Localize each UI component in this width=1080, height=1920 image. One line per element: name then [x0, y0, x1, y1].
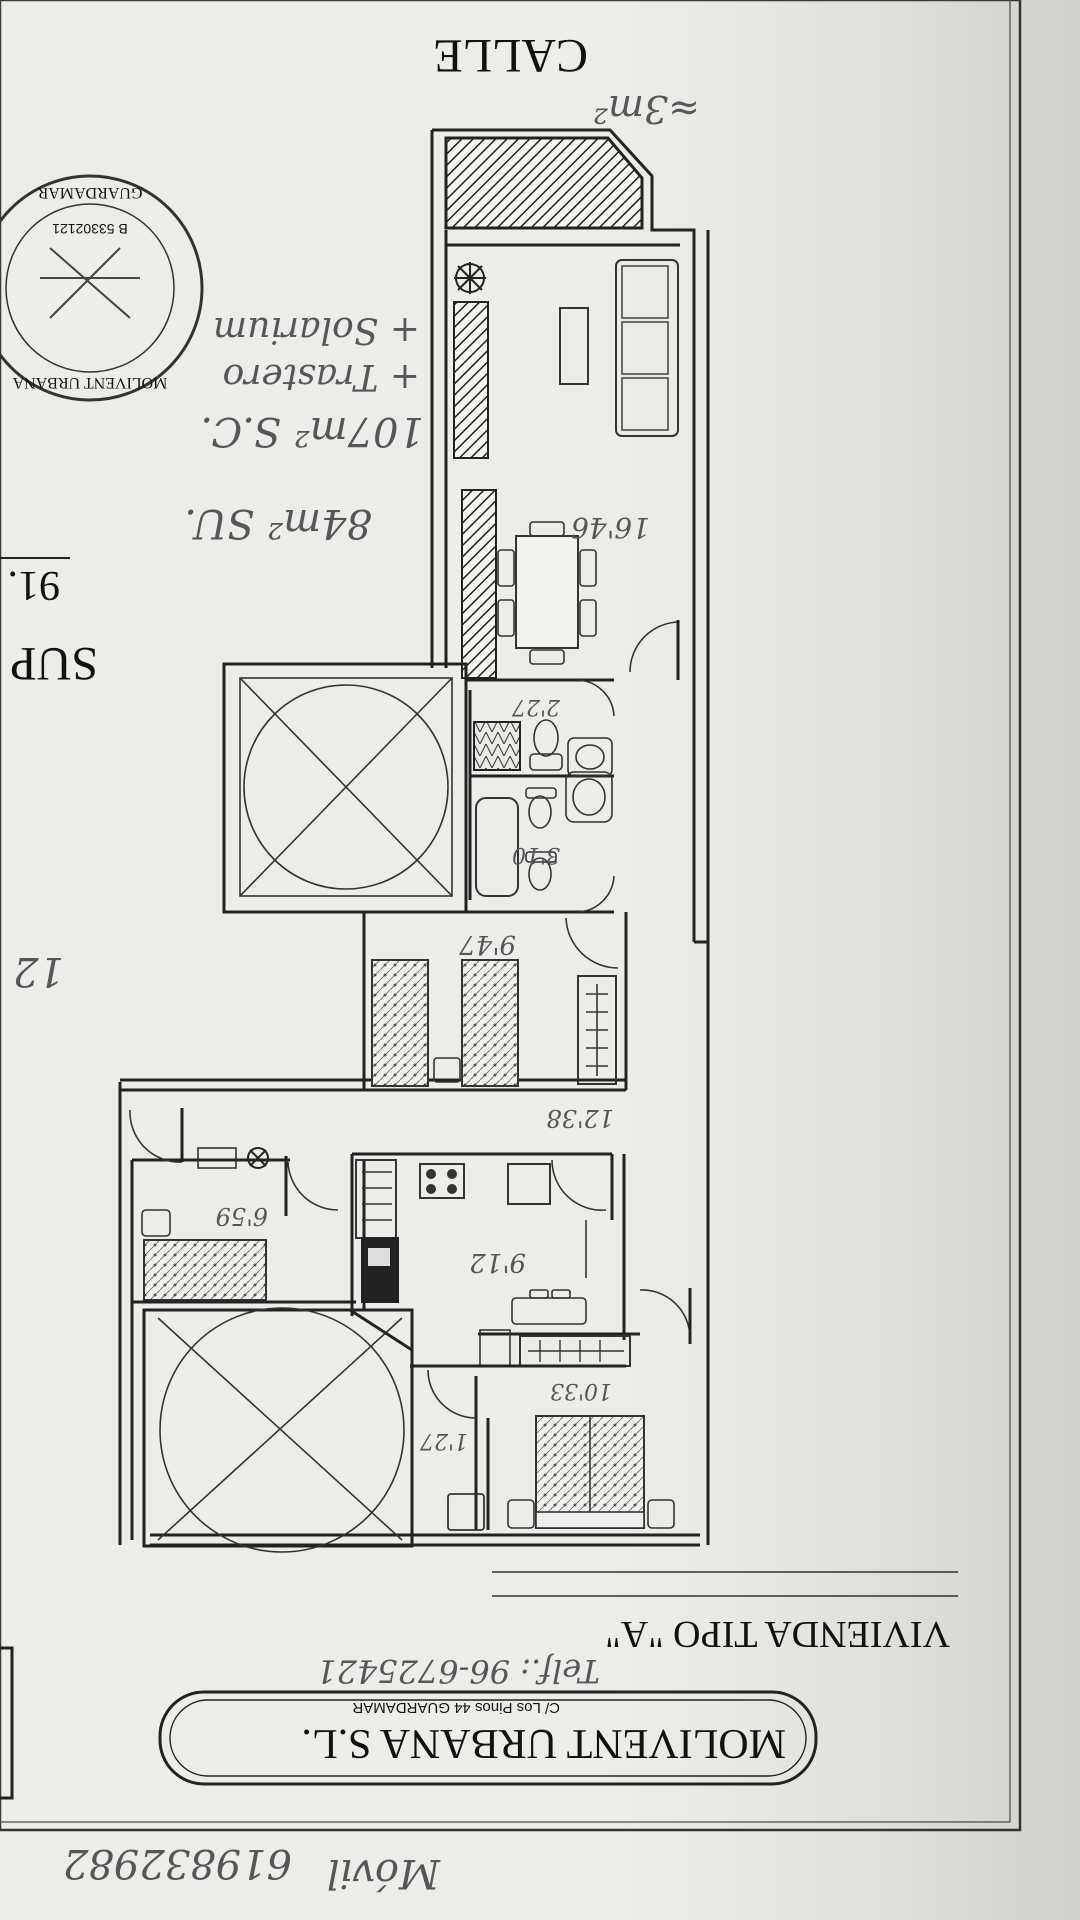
boiler-icon [247, 1147, 269, 1169]
laundry-counter [143, 1239, 267, 1301]
terrace [444, 136, 644, 230]
sup-value: 91. [8, 562, 61, 608]
room-labels: 16'46 2'27 3'10 9'47 12'38 6'59 9'12 10'… [216, 511, 650, 1453]
bed-2b [461, 959, 519, 1087]
phone-number: Telf.: 96-6725421 [316, 1652, 600, 1690]
room-area-hall: 12'38 [546, 1104, 614, 1132]
bathtub [475, 797, 519, 897]
company-name: MOLIVENT URBANA S.L. [301, 1720, 786, 1766]
sink-lower [565, 771, 613, 823]
nightstand-1a [507, 1499, 535, 1529]
company-box-inner [169, 1699, 807, 1777]
dining-table [497, 521, 597, 665]
mobile-label: Móvil [327, 1850, 441, 1896]
room-area-dressing: 1'27 [420, 1428, 468, 1453]
room-area-bedroom-1: 10'33 [550, 1378, 612, 1403]
patio-upper [222, 662, 468, 914]
inner-frame [0, 0, 1011, 1823]
kitchen-table [511, 1289, 587, 1325]
room-area-bath-1: 2'27 [512, 694, 561, 719]
note-solarium: + Solarium [213, 309, 420, 350]
company-stamp: MOLIVENT URBANA GUARDAMAR B 53302121 [0, 174, 204, 402]
company-address: C/ Los Pinos 44 GUARDAMAR [352, 1699, 560, 1716]
note-solarium-area: ≈3m² [593, 87, 700, 131]
fridge [507, 1163, 551, 1205]
plant-icon [454, 262, 486, 294]
room-area-salon: 16'46 [571, 511, 650, 544]
mobile-number: 619832982 [63, 1840, 292, 1886]
patio-lower [142, 1308, 414, 1548]
outer-frame [0, 0, 1022, 1832]
sofa [615, 259, 679, 437]
sink-upper [567, 737, 613, 777]
left-tab-box [0, 1646, 14, 1800]
cooktop-icon [419, 1163, 465, 1199]
shower-tray [473, 721, 521, 771]
floor-plan [118, 128, 710, 1553]
salon-cabinet-bottom [461, 489, 497, 679]
kitchen-sink [361, 1237, 399, 1303]
toilet-lower [525, 851, 557, 891]
stamp-name: MOLIVENT URBANA [12, 374, 167, 391]
bidet [525, 787, 557, 829]
wardrobe-2 [577, 975, 617, 1085]
dressing-cabinet [447, 1493, 485, 1531]
laundry-sink [141, 1209, 171, 1237]
nightstand [433, 1057, 461, 1083]
note-area-sc: 107m² S.C. [200, 408, 424, 454]
room-area-bath-2: 3'10 [512, 842, 560, 867]
note-area-su: 84m² SU. [184, 500, 372, 546]
bed-2a [371, 959, 429, 1087]
stamp-code: B 53302121 [52, 221, 128, 237]
nightstand-1b [647, 1499, 675, 1529]
toilet-upper [529, 719, 563, 771]
salon-cabinet-top [453, 301, 489, 459]
room-area-laundry: 6'59 [216, 1202, 268, 1230]
dwelling-type: VIVIENDA TIPO "A" [605, 1613, 950, 1655]
street-label: CALLE [433, 29, 588, 82]
note-trastero: + Trastero [223, 356, 420, 397]
sup-label: SUP [10, 637, 98, 690]
company-box [158, 1690, 818, 1786]
room-area-kitchen: 9'12 [469, 1247, 526, 1277]
washing-machine [197, 1147, 237, 1169]
room-area-bedroom-2: 9'47 [459, 929, 516, 959]
stamp-city: GUARDAMAR [37, 184, 142, 201]
coffee-table [559, 307, 589, 385]
side-number: 12 [13, 948, 64, 994]
